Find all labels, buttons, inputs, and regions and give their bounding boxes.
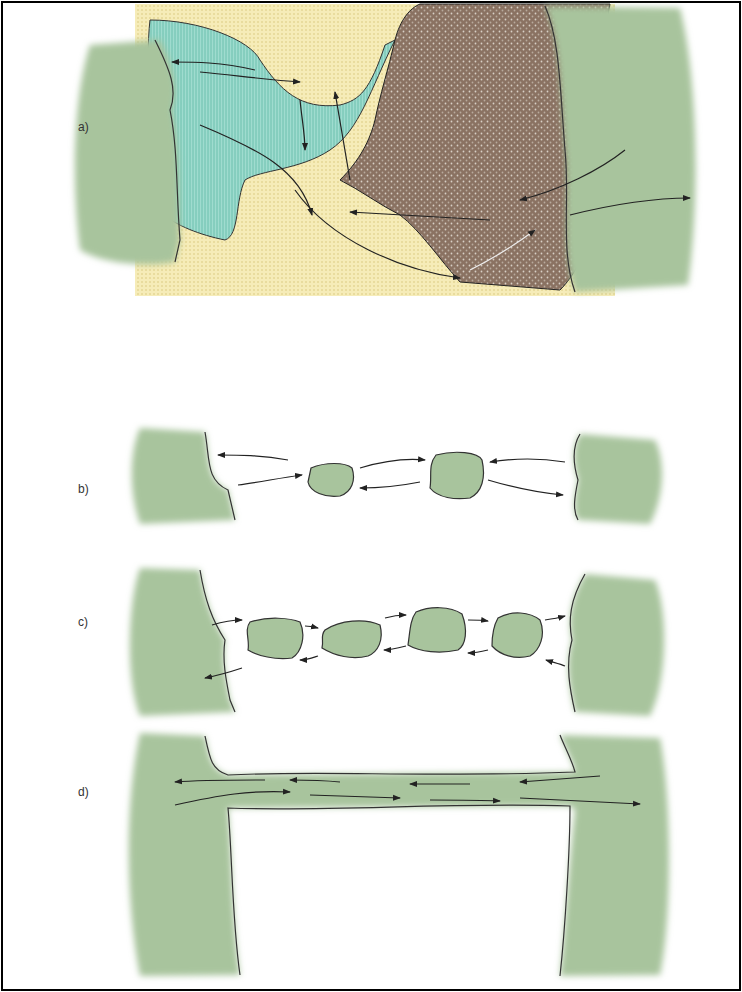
panel-label: c) [78,615,88,629]
panel-label: a) [78,120,89,134]
panel-label: b) [78,482,89,496]
panel-label: d) [78,785,89,799]
habitat-patch [75,40,180,264]
